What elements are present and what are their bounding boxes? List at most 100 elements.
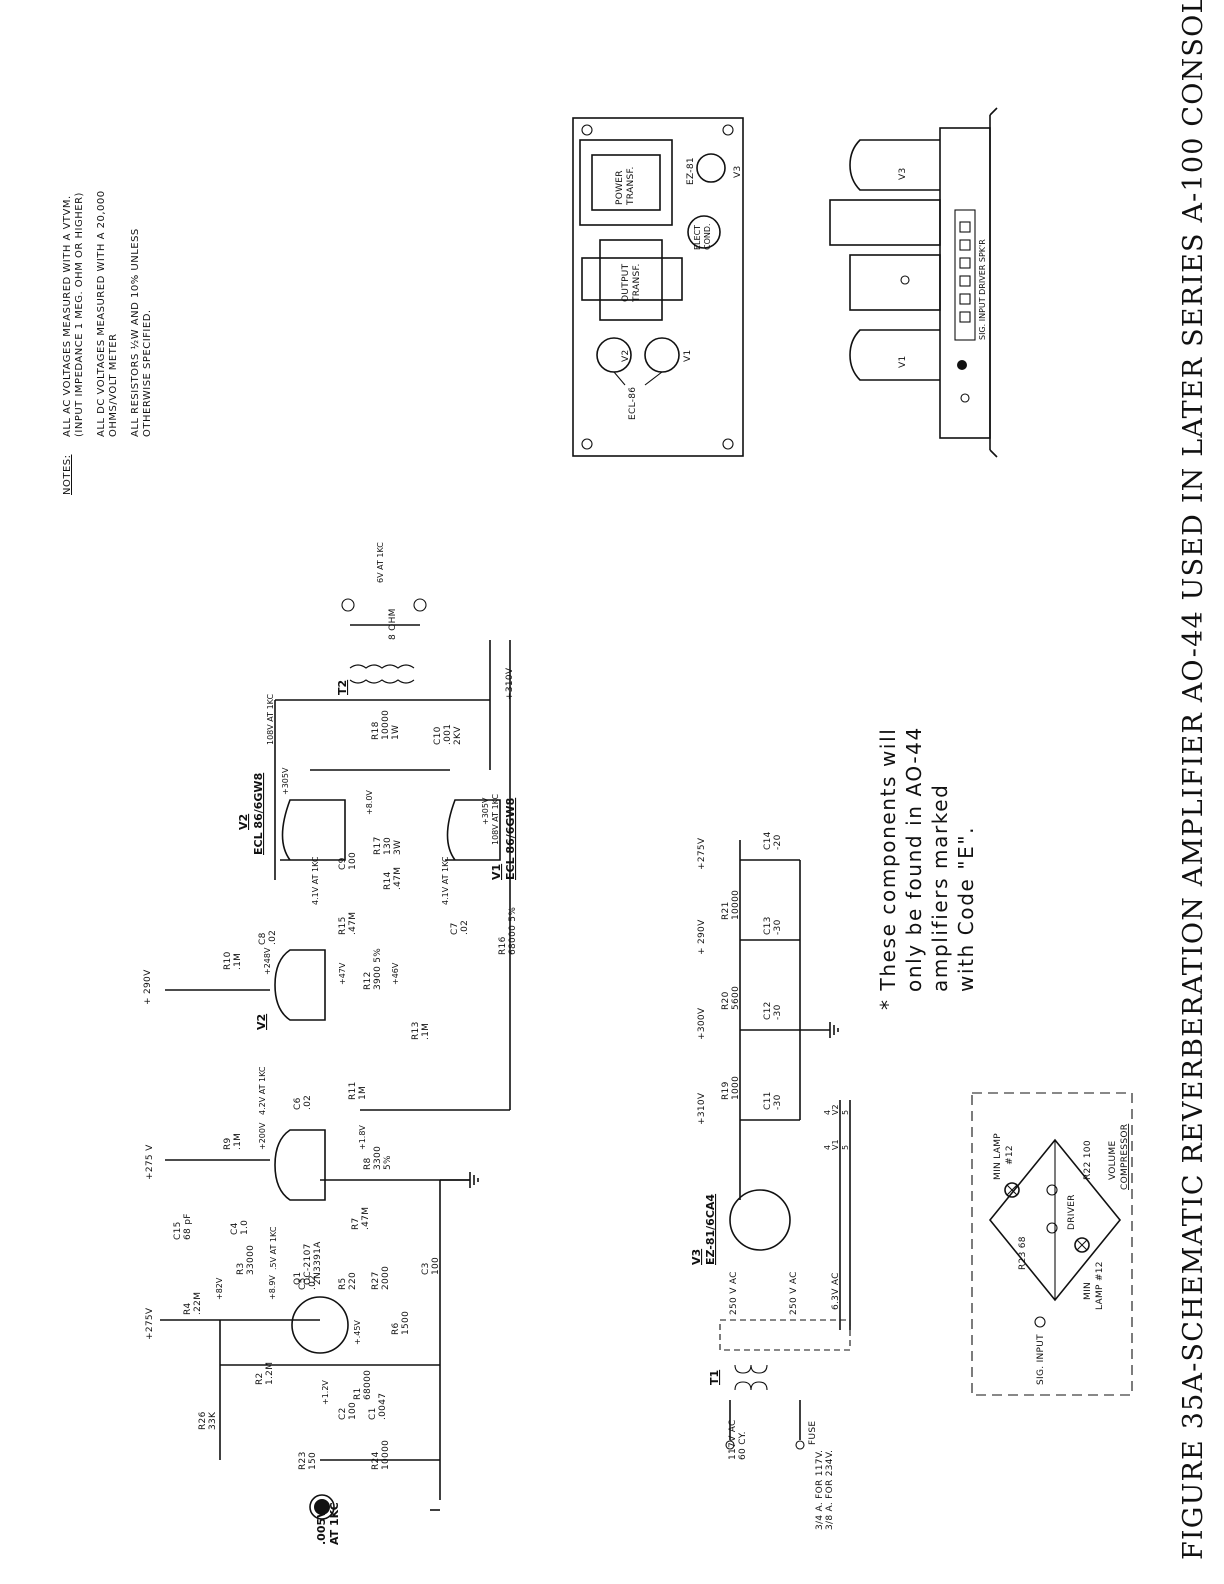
input-level-label-1: .005V: [315, 1509, 328, 1545]
notes-block: NOTES: ALL AC VOLTAGES MEASURED WITH A V…: [62, 190, 153, 495]
r24-label: R24: [371, 1451, 381, 1470]
ac-in-label-2: 60 CY.: [738, 1431, 748, 1460]
terminal-strip-label: SIG. INPUT DRIVER SPK'R: [978, 239, 987, 340]
heater-tap-v1: V1: [831, 1139, 840, 1150]
ground-symbol: [440, 1172, 479, 1188]
note-line-5: ALL RESISTORS ½W AND 10% UNLESS: [129, 228, 141, 437]
c6-value: .02: [303, 1095, 313, 1110]
r19-value: 1000: [731, 1076, 741, 1100]
rectifier-type-label: EZ-81: [686, 157, 696, 185]
r26-label: R26: [198, 1411, 208, 1430]
chassis-side-view: V3 V1 SIG. INPUT DRIVER SPK'R: [829, 107, 998, 458]
r10-label: R10: [223, 951, 233, 970]
v2b-tube-symbol: [274, 949, 326, 1021]
r12-value: 3900 5%: [373, 948, 383, 990]
tp-42v: 4.2V AT 1KC: [258, 1066, 267, 1115]
v1-type-label-1: V1: [490, 864, 503, 880]
r5-value: 220: [348, 1272, 358, 1290]
footnote-line-4: with Code "E".: [954, 826, 978, 992]
bridge-min-lamp-top-1: MIN LAMP: [993, 1133, 1003, 1180]
c2-value: 100: [348, 1402, 358, 1420]
tp-41vb: 4.1V AT 1KC: [441, 856, 450, 905]
tube-v1-label: V1: [683, 350, 693, 362]
c10-value: .001: [443, 724, 453, 745]
v2a-tube-symbol: [274, 1129, 326, 1201]
tp-108va: 108V AT 1KC: [266, 694, 275, 745]
r11-label: R11: [348, 1081, 358, 1100]
footnote-line-3: amplifiers marked: [928, 784, 952, 992]
r23-label: R23: [298, 1451, 308, 1470]
r13-label: R13: [411, 1021, 421, 1040]
bridge-r22-label: R22 100: [1083, 1140, 1093, 1180]
b275b-label: +275 V: [145, 1144, 155, 1180]
v2-type-label-2: ECL 86/6GW8: [252, 773, 265, 855]
r20-label: R20: [721, 991, 731, 1010]
b310-label: +310V: [697, 1092, 707, 1125]
r9-value: .1M: [233, 1133, 243, 1150]
heater-tap-1: 4: [823, 1145, 832, 1150]
c6-label: C6: [293, 1097, 303, 1110]
note-line-4: OHMS/VOLT METER: [108, 333, 119, 437]
footnote-line-1: * These components will: [876, 728, 900, 1010]
hv-a-label: 250 V AC: [729, 1271, 739, 1315]
note-line-2: (INPUT IMPEDANCE 1 MEG. OHM OR HIGHER): [74, 192, 85, 437]
tp-82v: +82V: [215, 1277, 224, 1300]
fuse-label: FUSE: [808, 1421, 818, 1445]
r15-value: .47M: [348, 912, 358, 935]
r26-value: 33K: [208, 1411, 218, 1430]
v3-type-label-1: V3: [690, 1249, 703, 1265]
bridge-volume-compressor-1: VOLUME: [1108, 1140, 1118, 1180]
speaker-impedance-label: 8 OHM: [388, 608, 398, 640]
tp-46v: +46V: [391, 962, 400, 985]
r15-label: R15: [338, 916, 348, 935]
r17-value: 130: [383, 837, 393, 855]
bridge-r23-label: R23 68: [1018, 1236, 1028, 1270]
q1-label-3: 2N3391A: [313, 1241, 323, 1285]
r14-label: R14: [383, 871, 393, 890]
r17-rating: 3W: [393, 840, 403, 855]
tp-248v: +248V: [263, 947, 272, 975]
elect-cond-label-2: COND.: [703, 223, 712, 250]
bridge-volume-compressor-2: COMPRESSOR: [1120, 1124, 1130, 1190]
bridge-min-lamp-top-2: #12: [1005, 1145, 1015, 1165]
r2-label: R2: [255, 1372, 265, 1385]
note-line-6: OTHERWISE SPECIFIED.: [142, 309, 153, 437]
tp-47v: +47V: [338, 962, 347, 985]
power-transformer-label-1: POWER: [615, 170, 625, 205]
tp-108vb: 108V AT 1KC: [491, 794, 500, 845]
v3-rectifier-symbol: [729, 1189, 791, 1251]
c3-value: 100: [431, 1257, 441, 1275]
v2-type-label-1: V2: [237, 814, 250, 830]
bridge-min-lamp-bottom-1: MIN: [1083, 1282, 1093, 1300]
b290b-label: + 290V: [697, 919, 707, 955]
r17-label: R17: [373, 836, 383, 855]
r7-label: R7: [351, 1217, 361, 1230]
c7-value: .02: [460, 920, 470, 935]
c15-label: C15: [173, 1221, 183, 1240]
footnote-block: * These components will only be found in…: [876, 726, 978, 1010]
r20-value: 5600: [731, 986, 741, 1010]
ac-in-label-1: 117V AC: [728, 1419, 738, 1460]
heater-tap-3: 4: [823, 1110, 832, 1115]
r3-label: R3: [236, 1262, 246, 1275]
r6-label: R6: [391, 1322, 401, 1335]
c14-value: -20: [773, 834, 783, 850]
side-tube-v3-label: V3: [898, 168, 908, 180]
power-transformer-label-2: TRANSF.: [626, 166, 636, 206]
c9-value: 100: [348, 852, 358, 870]
r18-value: 10000: [381, 710, 391, 740]
r10-value: .1M: [233, 953, 243, 970]
r8-label: R8: [363, 1157, 373, 1170]
v2-pentode-symbol: [280, 799, 346, 861]
rectifier-tube-label: V3: [733, 166, 743, 178]
tp-45v: +.45V: [353, 1320, 362, 1345]
tp-12v: +1.2V: [321, 1380, 330, 1405]
input-level-label-2: AT 1KC: [328, 1502, 341, 1545]
heater-tap-2: 5: [841, 1145, 850, 1150]
c9-label: C9: [338, 857, 348, 870]
b-plus-labels: + 290V +275V +275 V +300V +310V +275V + …: [143, 667, 707, 1340]
c3-label: C3: [421, 1262, 431, 1275]
